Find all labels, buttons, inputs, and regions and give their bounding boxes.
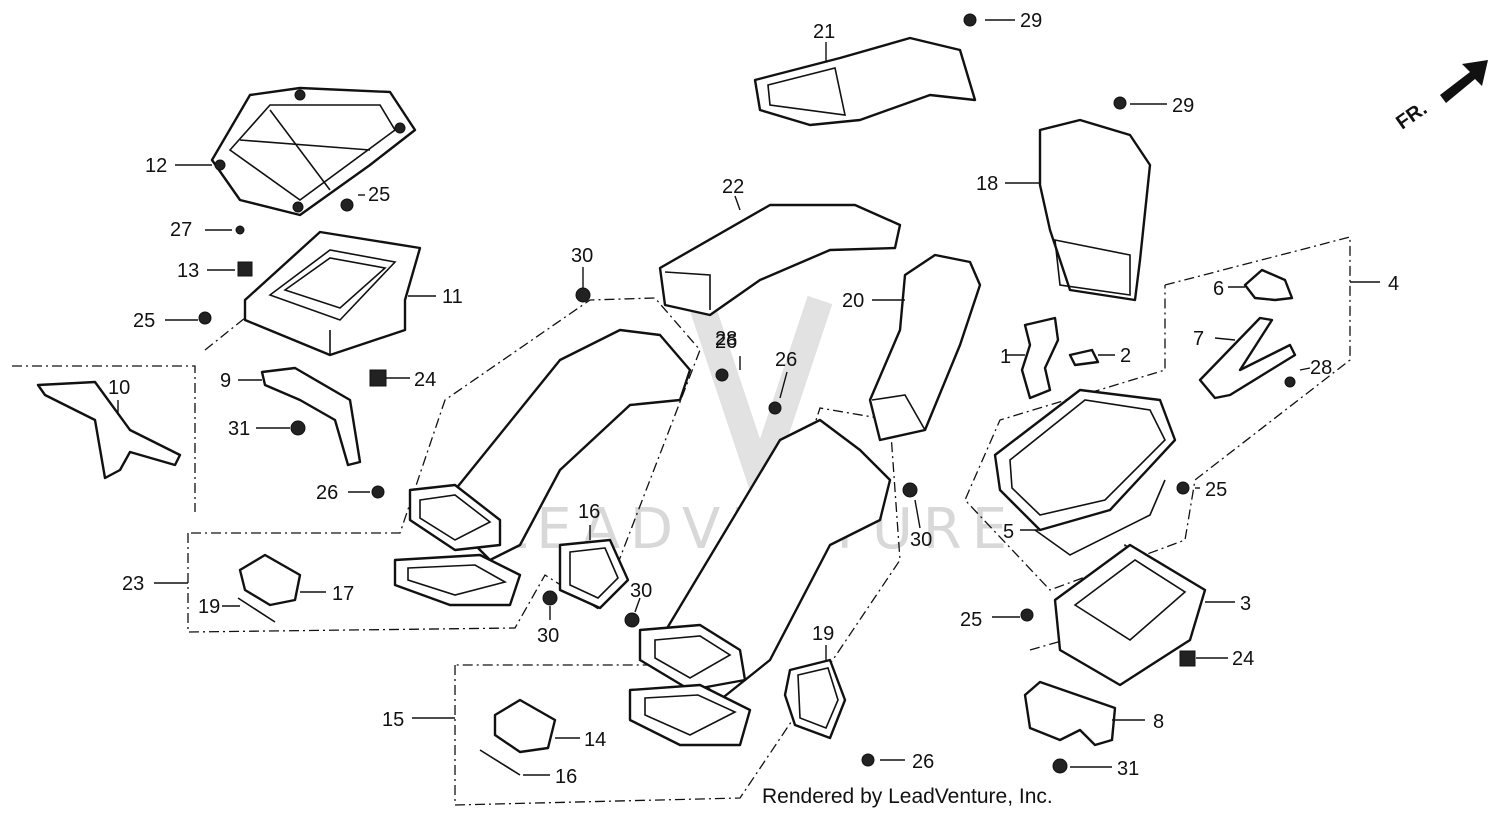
label-31-left: 31 [228, 418, 250, 440]
label-8: 8 [1153, 711, 1164, 733]
part-18-duct [1038, 118, 1152, 302]
label-29-b: 29 [1172, 95, 1194, 117]
label-25-a: 25 [368, 184, 390, 206]
label-12: 12 [145, 155, 167, 177]
fasteners [198, 13, 1296, 774]
label-23: 23 [122, 573, 144, 595]
part-23-left-duct [393, 328, 692, 607]
label-19-left: 19 [198, 596, 220, 618]
part-20-duct [868, 253, 982, 442]
label-4: 4 [1388, 273, 1399, 295]
label-31-right: 31 [1117, 758, 1139, 780]
label-20: 20 [842, 290, 864, 312]
label-25-b: 25 [133, 310, 155, 332]
part-6-clip [1243, 268, 1294, 302]
part-19-gasket [783, 658, 847, 740]
part-17-damper [237, 553, 302, 623]
label-25-d: 25 [960, 609, 982, 631]
part-8-bracket [1023, 680, 1117, 747]
label-24-left: 24 [414, 369, 436, 391]
label-19-right: 19 [812, 623, 834, 645]
label-27: 27 [170, 219, 192, 241]
part-16-gasket [558, 538, 630, 610]
callout-labels: 1 2 3 4 5 6 7 8 9 10 11 12 13 14 15 16 1… [108, 10, 1399, 788]
part-9-bracket [260, 366, 362, 467]
part-12-cover [210, 86, 417, 217]
label-7: 7 [1193, 328, 1204, 350]
label-30-a: 30 [571, 245, 593, 267]
label-17: 17 [332, 583, 354, 605]
label-13: 13 [177, 260, 199, 282]
label-30-b: 30 [910, 529, 932, 551]
label-26-d: 26 [912, 751, 934, 773]
label-30-d: 30 [537, 625, 559, 647]
label-11: 11 [442, 286, 463, 308]
label-16-lower: 16 [555, 766, 577, 788]
leader-lines [117, 19, 1380, 776]
credit-text: Rendered by LeadVenture, Inc. [762, 785, 1053, 808]
part-5-cover [993, 388, 1177, 556]
label-5: 5 [1003, 521, 1014, 543]
label-24-right: 24 [1232, 648, 1254, 670]
part-11-duct-box [243, 230, 422, 357]
label-28-a: 28 [715, 328, 737, 350]
label-10: 10 [108, 377, 130, 399]
label-14: 14 [584, 729, 606, 751]
part-7-bracket [1198, 316, 1297, 400]
part-1-switch [1020, 316, 1100, 400]
label-1: 1 [1000, 346, 1011, 368]
label-9: 9 [220, 370, 231, 392]
label-16-upper: 16 [578, 501, 600, 523]
label-6: 6 [1213, 278, 1224, 300]
label-26-c: 26 [775, 349, 797, 371]
label-25-c: 25 [1205, 479, 1227, 501]
part-21-duct [753, 36, 977, 127]
label-21: 21 [813, 21, 835, 43]
front-label: FR. [1392, 98, 1431, 135]
label-26-a: 26 [316, 482, 338, 504]
part-3-box [1053, 543, 1207, 687]
part-15-center-duct [628, 418, 892, 747]
label-22: 22 [722, 176, 744, 198]
front-direction-indicator: FR. [1392, 60, 1488, 134]
label-29-a: 29 [1020, 10, 1042, 32]
label-26-b: 26 [715, 331, 737, 353]
label-15: 15 [382, 709, 404, 731]
part-14-damper [479, 698, 557, 776]
label-28-b: 28 [1310, 357, 1332, 379]
label-18: 18 [976, 173, 998, 195]
label-30-c: 30 [630, 580, 652, 602]
label-2: 2 [1120, 345, 1131, 367]
part-22-duct [658, 203, 902, 317]
label-3: 3 [1240, 593, 1251, 615]
